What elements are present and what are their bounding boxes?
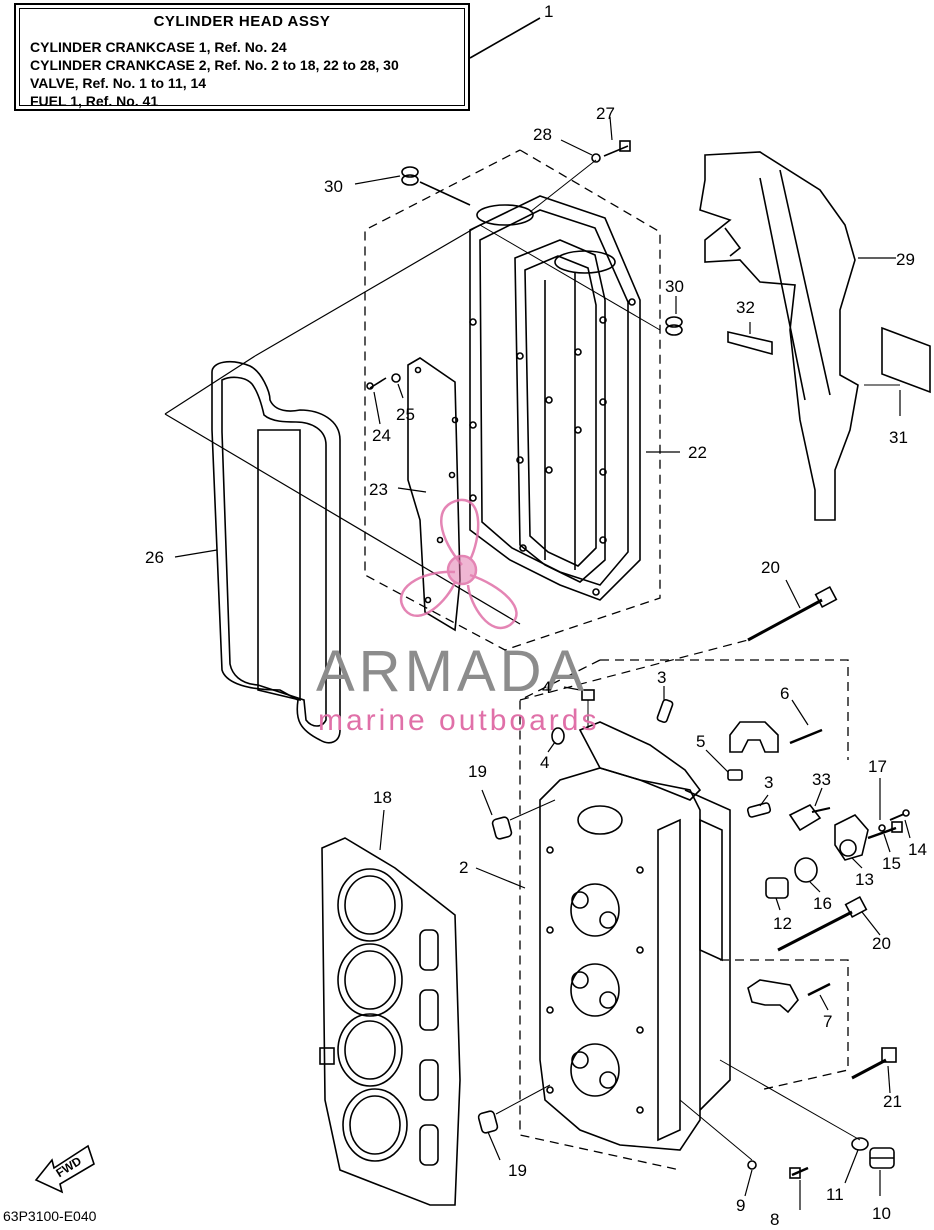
bolt-17: [867, 821, 903, 840]
callout-33: 33: [812, 770, 831, 789]
callout-25: 25: [396, 405, 415, 424]
title-box: CYLINDER HEAD ASSY CYLINDER CRANKCASE 1,…: [14, 3, 470, 111]
leader-1: [469, 17, 541, 59]
fwd-arrow-icon: [34, 1144, 95, 1194]
dowel-19-top: [491, 816, 513, 840]
assembly-line-2: CYLINDER CRANKCASE 2, Ref. No. 2 to 18, …: [30, 57, 399, 73]
label-32: [727, 330, 773, 356]
callout-19-top: 19: [468, 762, 487, 781]
callout-30-right: 30: [665, 277, 684, 296]
cap-16: [794, 857, 818, 883]
callout-31: 31: [889, 428, 908, 447]
grommet-30-right: [665, 316, 683, 336]
bolt-10: [869, 1147, 895, 1169]
grommet-30-top: [401, 166, 471, 206]
assembly-line-4: FUEL 1, Ref. No. 41: [30, 93, 159, 109]
callout-3-lower: 3: [764, 773, 774, 792]
callout-7: 7: [823, 1012, 833, 1031]
clamp-7: [747, 979, 831, 1014]
callout-11: 11: [826, 1185, 844, 1204]
diagram-code: 63P3100-E040: [3, 1208, 97, 1224]
dashed-box-cover: [364, 149, 661, 651]
callout-20-lower: 20: [872, 934, 891, 953]
callout-15: 15: [882, 854, 901, 873]
callout-14: 14: [908, 840, 927, 859]
washer-25: [391, 373, 401, 383]
gasket-23: [407, 357, 461, 632]
plug-4-side: [551, 727, 565, 745]
propeller-logo: [399, 498, 518, 630]
dashed-box-head: [519, 659, 849, 1171]
bolt-8: [789, 1166, 809, 1179]
assembly-line-3: VALVE, Ref. No. 1 to 11, 14: [30, 75, 207, 91]
assembly-heading: CYLINDER HEAD ASSY: [153, 13, 331, 30]
callout-9: 9: [736, 1196, 746, 1215]
callout-8: 8: [770, 1210, 780, 1229]
callout-4-top: 4: [542, 678, 552, 697]
washer-9: [747, 1160, 757, 1170]
pin-3-lower: [746, 802, 772, 818]
callout-12: 12: [773, 914, 792, 933]
gasket-26: [211, 360, 341, 744]
callout-27: 27: [596, 104, 615, 123]
callout-3-top: 3: [657, 668, 667, 687]
callout-1: 1: [544, 2, 554, 21]
callout-23: 23: [369, 480, 388, 499]
callout-10: 10: [872, 1204, 891, 1223]
bolt-21: [851, 1047, 897, 1080]
cover-29: [699, 151, 859, 521]
callout-26: 26: [145, 548, 164, 567]
clamp-6: [729, 721, 823, 753]
bolt-20-top: [747, 585, 838, 642]
gasket-11: [851, 1137, 869, 1151]
washer-28: [591, 153, 601, 163]
callout-32: 32: [736, 298, 755, 317]
watermark-tagline: marine outboards: [318, 704, 600, 737]
assembly-line-1: CYLINDER CRANKCASE 1, Ref. No. 24: [30, 39, 287, 55]
head-gasket-18: [319, 837, 461, 1206]
callout-30-top: 30: [324, 177, 343, 196]
callout-6: 6: [780, 684, 790, 703]
callout-16: 16: [813, 894, 832, 913]
screw-14: [889, 809, 910, 821]
callout-17: 17: [868, 757, 887, 776]
housing-13: [834, 814, 869, 861]
callout-29: 29: [896, 250, 915, 269]
callout-13: 13: [855, 870, 874, 889]
bolt-27: [603, 140, 631, 157]
callout-22: 22: [688, 443, 707, 462]
sensor-33: [788, 803, 831, 832]
washer-15: [878, 824, 886, 832]
leader-lines: [174, 116, 911, 1210]
callout-21: 21: [883, 1092, 902, 1111]
callout-20-top: 20: [761, 558, 780, 577]
callout-19-bottom: 19: [508, 1161, 527, 1180]
callout-5: 5: [696, 732, 706, 751]
plug-12: [765, 877, 789, 899]
watermark-brand: ARMADA: [316, 639, 589, 704]
callout-24: 24: [372, 426, 391, 445]
callout-28: 28: [533, 125, 552, 144]
pin-3-top: [656, 698, 674, 724]
bolt-5: [727, 769, 743, 781]
label-31: [881, 326, 931, 394]
bolt-20-lower: [777, 895, 868, 952]
callout-2: 2: [459, 858, 469, 877]
bolt-24: [366, 377, 387, 390]
callout-4-side: 4: [540, 753, 550, 772]
dowel-19-bottom: [477, 1110, 499, 1134]
title-box-inner: [19, 8, 465, 106]
head-cover-22: [469, 195, 641, 601]
callout-18: 18: [373, 788, 392, 807]
cylinder-head-2: [539, 721, 731, 1151]
